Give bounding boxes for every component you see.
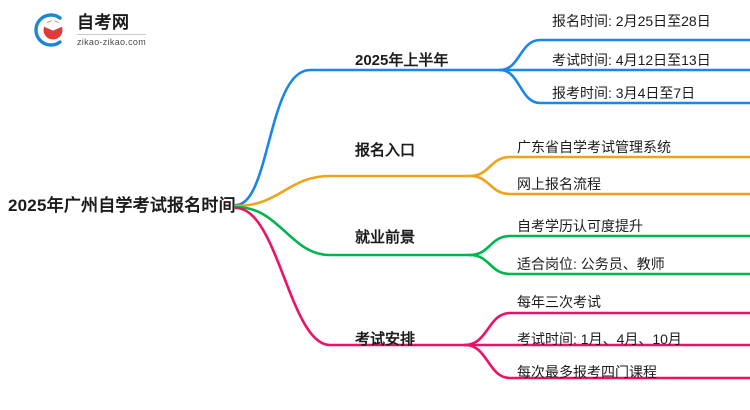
branch-connector-3 [234, 205, 750, 276]
mindmap-leaf-node-4-1[interactable]: 每年三次考试 [517, 294, 601, 310]
mindmap-leaf-node-3-2[interactable]: 适合岗位: 公务员、教师 [517, 256, 665, 272]
mindmap-branch-node-2[interactable]: 报名入口 [355, 142, 416, 159]
mindmap-branch-node-1[interactable]: 2025年上半年 [355, 52, 449, 69]
logo-subtitle: zikao-zikao.com [77, 36, 147, 47]
mindmap-leaf-node-1-3[interactable]: 报考时间: 3月4日至7日 [552, 85, 696, 101]
mindmap-root-node[interactable]: 2025年广州自学考试报名时间 [8, 196, 236, 215]
mindmap-leaf-node-1-2[interactable]: 考试时间: 4月12日至13日 [552, 52, 711, 68]
graduation-cap-icon [30, 10, 70, 50]
mindmap-leaf-node-2-2[interactable]: 网上报名流程 [517, 176, 601, 192]
branch-connector-2 [234, 155, 750, 208]
mindmap-branch-node-3[interactable]: 就业前景 [355, 229, 416, 246]
branch-connector-4 [234, 206, 750, 380]
mindmap-leaf-node-3-1[interactable]: 自考学历认可度提升 [517, 218, 643, 234]
logo-title: 自考网 [77, 14, 147, 35]
mindmap-leaf-node-4-3[interactable]: 每次最多报考四门课程 [517, 364, 657, 380]
branch-connector-1 [234, 38, 750, 207]
mindmap-branch-node-4[interactable]: 考试安排 [355, 331, 416, 348]
mindmap-leaf-node-1-1[interactable]: 报名时间: 2月25日至28日 [552, 13, 711, 29]
mindmap-leaf-node-2-1[interactable]: 广东省自学考试管理系统 [517, 139, 671, 155]
site-logo[interactable]: 自考网 zikao-zikao.com [30, 10, 147, 50]
mindmap-leaf-node-4-2[interactable]: 考试时间: 1月、4月、10月 [517, 331, 682, 347]
